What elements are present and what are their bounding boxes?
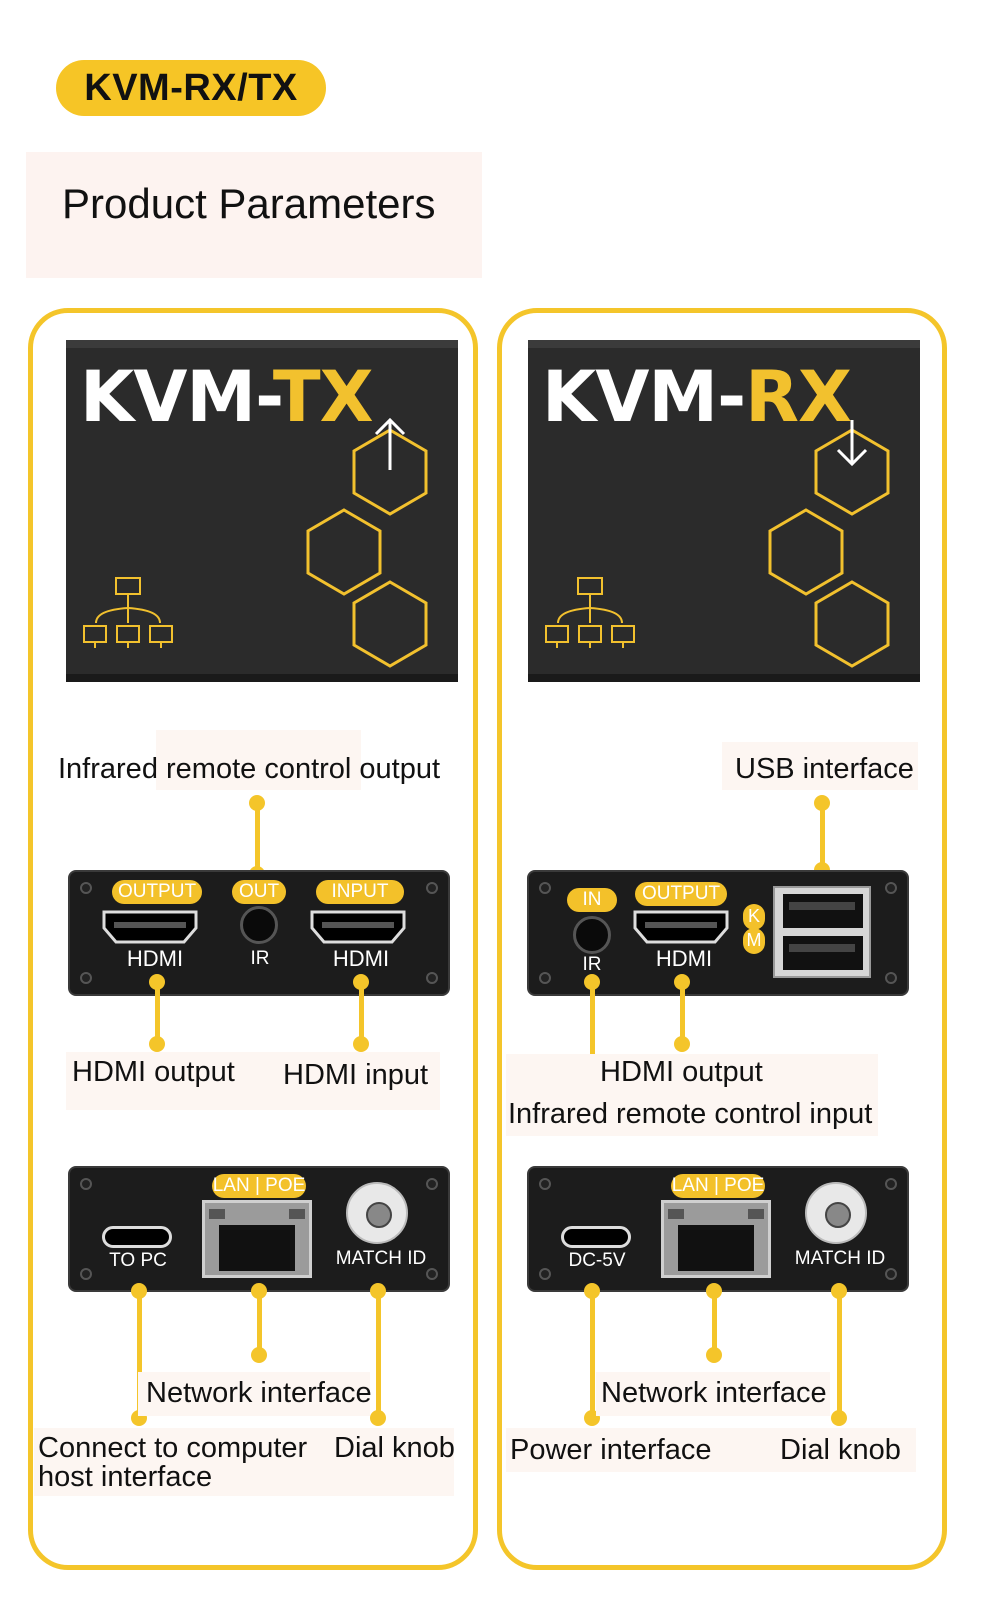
tx-hdmi-input-label: HDMI input xyxy=(283,1059,429,1091)
callout-line xyxy=(257,1291,262,1353)
rx-hdmi-text: HDMI xyxy=(655,946,713,971)
rx-product-top: KVM-RX xyxy=(528,340,920,682)
rx-network-label: Network interface xyxy=(601,1377,827,1409)
rx-ir-text: IR xyxy=(582,954,602,975)
callout-line xyxy=(376,1291,381,1415)
label-bg xyxy=(138,1372,370,1416)
rx-k-tag: K xyxy=(743,904,765,930)
callout-line xyxy=(820,803,825,871)
tx-product-top: KVM-TX xyxy=(66,340,458,682)
rx-in-tag: IN xyxy=(567,888,617,912)
callout-line xyxy=(359,982,364,1042)
label-bg xyxy=(34,1428,454,1496)
tx-back-panel: TO PC LAN | POE MATCH ID xyxy=(68,1166,450,1292)
tx-to-pc-text: TO PC xyxy=(109,1250,167,1271)
callout-line xyxy=(155,982,160,1042)
tx-hdmi-out-text: HDMI xyxy=(126,946,184,971)
tx-hdmi-output-label: HDMI output xyxy=(72,1056,235,1088)
rx-dc5v-text: DC-5V xyxy=(568,1250,626,1271)
callout-dot xyxy=(831,1410,847,1426)
rx-usb-label: USB interface xyxy=(735,753,914,785)
dial-knob-icon xyxy=(805,1182,867,1244)
callout-line xyxy=(137,1291,142,1415)
callout-line xyxy=(680,982,685,1042)
callout-line xyxy=(590,982,595,1082)
tx-dial-label: Dial knob xyxy=(334,1432,455,1464)
callout-dot xyxy=(149,1036,165,1052)
label-bg xyxy=(156,730,361,790)
network-topology-icon xyxy=(83,577,173,648)
ir-input-jack-icon xyxy=(573,916,611,954)
rx-dial-label: Dial knob xyxy=(780,1434,901,1466)
rx-back-panel: DC-5V LAN | POE MATCH ID xyxy=(527,1166,909,1292)
ir-output-jack-icon xyxy=(240,906,278,944)
dial-knob-icon xyxy=(346,1182,408,1244)
usb-ports-icon xyxy=(773,886,871,978)
callout-line xyxy=(712,1291,717,1353)
callout-line xyxy=(590,1291,595,1415)
tx-out-tag: OUT xyxy=(232,880,286,904)
rx-brand-title: KVM-RX xyxy=(542,356,852,438)
tx-input-tag: INPUT xyxy=(316,880,404,904)
ethernet-port-icon xyxy=(661,1200,771,1278)
ethernet-port-icon xyxy=(202,1200,312,1278)
tx-output-tag: OUTPUT xyxy=(112,880,202,904)
callout-dot xyxy=(251,1347,267,1363)
model-badge: KVM-RX/TX xyxy=(56,60,326,116)
rx-m-tag: M xyxy=(743,928,765,954)
tx-ir-output-label: Infrared remote control output xyxy=(58,753,441,785)
label-bg xyxy=(722,742,918,790)
label-bg xyxy=(66,1052,440,1110)
callout-line xyxy=(837,1291,842,1415)
tx-network-label: Network interface xyxy=(146,1377,372,1409)
label-bg xyxy=(596,1372,830,1416)
arrow-up-icon xyxy=(374,417,406,470)
tx-host-label-line1: Connect to computer xyxy=(38,1432,308,1464)
tx-lan-poe-tag: LAN | POE xyxy=(212,1174,306,1198)
callout-dot xyxy=(353,1036,369,1052)
tx-front-panel: OUTPUT OUT INPUT HDMI IR HDMI xyxy=(68,870,450,996)
rx-hdmi-output-label: HDMI output xyxy=(600,1056,763,1088)
rx-lan-poe-tag: LAN | POE xyxy=(671,1174,765,1198)
network-topology-icon xyxy=(545,577,635,648)
rx-output-tag: OUTPUT xyxy=(635,882,727,906)
tx-hdmi-in-text: HDMI xyxy=(332,946,390,971)
rx-match-id-text: MATCH ID xyxy=(794,1248,886,1269)
callout-dot xyxy=(706,1347,722,1363)
rx-ir-input-label: Infrared remote control input xyxy=(508,1098,873,1130)
rx-power-label: Power interface xyxy=(510,1434,712,1466)
usb-c-port-icon xyxy=(102,1226,172,1248)
callout-line xyxy=(255,803,260,875)
hdmi-output-port-icon xyxy=(633,910,729,944)
power-port-icon xyxy=(561,1226,631,1248)
title-background xyxy=(26,152,482,278)
tx-match-id-text: MATCH ID xyxy=(335,1248,427,1269)
hdmi-output-port-icon xyxy=(102,910,198,944)
tx-ir-text: IR xyxy=(250,948,270,969)
page-title: Product Parameters xyxy=(62,180,436,227)
tx-hexagon-graphic xyxy=(83,417,428,668)
tx-brand-title: KVM-TX xyxy=(80,356,374,438)
tx-host-label-line2: host interface xyxy=(38,1461,213,1493)
arrow-down-icon xyxy=(836,420,868,467)
rx-hexagon-graphic xyxy=(545,420,890,668)
hdmi-input-port-icon xyxy=(310,910,406,944)
callout-dot xyxy=(370,1410,386,1426)
callout-dot xyxy=(674,1036,690,1052)
label-bg xyxy=(506,1054,878,1136)
label-bg xyxy=(506,1428,916,1472)
